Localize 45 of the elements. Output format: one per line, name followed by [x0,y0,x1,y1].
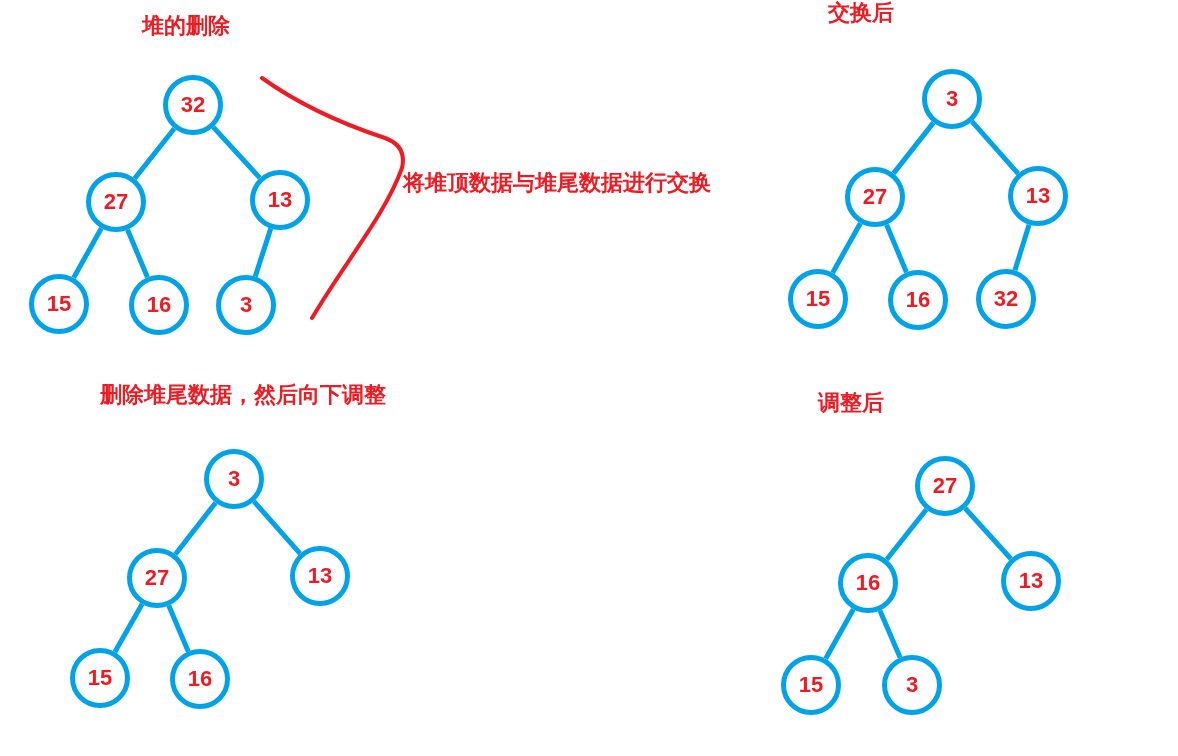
node-value: 15 [87,667,113,689]
node-value: 16 [905,289,931,311]
tree-edge [211,125,262,180]
node-value: 15 [798,674,824,696]
tree-edge [970,119,1020,176]
node-value: 15 [805,288,831,310]
tree-edge [252,227,274,278]
tree-edge [173,501,218,556]
tree-edge [830,221,863,275]
tree-edge [112,602,145,654]
tree-edge [1012,223,1032,272]
node-value: 32 [993,288,1019,310]
node-value: 32 [180,94,206,116]
heading-text: 调整后 [818,390,884,416]
tree-edge [252,499,302,556]
node-value: 13 [267,189,293,211]
node-value: 16 [146,294,172,316]
node-value: 27 [144,567,170,589]
tree-edge [166,604,191,653]
tree-edge [963,506,1013,561]
node-value: 16 [187,668,213,690]
node-value: 27 [103,191,129,213]
tree-edge [884,507,929,562]
heading-text: 堆的删除 [142,13,230,39]
tree-edge [891,121,936,175]
node-value: 13 [307,565,333,587]
node-value: 3 [239,294,253,316]
node-value: 27 [862,186,888,208]
node-value: 3 [227,468,241,490]
node-value: 16 [855,572,881,594]
heading-text: 删除堆尾数据，然后向下调整 [100,382,386,408]
node-value: 27 [932,475,958,497]
tree-edge [823,607,856,661]
tree-edge [71,226,104,280]
node-value: 3 [905,674,919,696]
tree-edge [877,609,903,659]
heading-text: 将堆顶数据与堆尾数据进行交换 [403,170,711,196]
node-value: 13 [1018,570,1044,592]
node-value: 13 [1025,185,1051,207]
tree-edge [884,223,909,274]
tree-edge [132,126,177,181]
node-value: 15 [46,293,72,315]
heading-text: 交换后 [828,0,894,26]
tree-edge [125,228,150,279]
node-value: 3 [945,88,959,110]
